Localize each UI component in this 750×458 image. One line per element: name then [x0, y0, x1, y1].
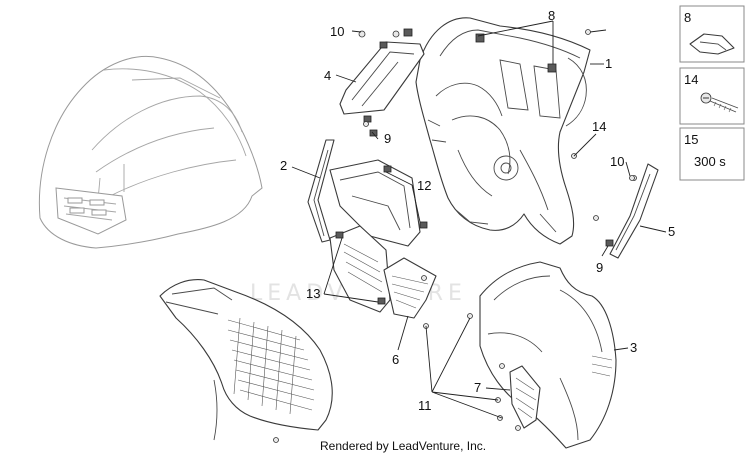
legend-item-15: 15 300 s — [679, 127, 745, 181]
part-7-small-grille — [509, 365, 541, 429]
legend: 8 14 15 300 s — [679, 5, 745, 181]
part-6-grille-insert — [383, 257, 437, 319]
clip-icon — [689, 33, 735, 55]
callout-14: 14 — [592, 119, 606, 134]
callout-11: 11 — [418, 398, 432, 413]
part-1-leg-shield-frame — [415, 17, 591, 245]
front-shield-reference — [38, 56, 263, 249]
part-12-inner-panel — [329, 159, 428, 247]
part-2-side-strip — [307, 139, 335, 243]
callout-9-right: 9 — [596, 260, 603, 275]
legend-time-label: 300 s — [694, 154, 726, 169]
callout-1: 1 — [605, 56, 612, 71]
screw-icon — [700, 92, 739, 113]
legend-number: 8 — [684, 10, 691, 25]
callout-7: 7 — [474, 380, 481, 395]
callout-6: 6 — [392, 352, 399, 367]
legend-number: 15 — [684, 132, 698, 147]
callout-10-right: 10 — [610, 154, 624, 169]
callout-3: 3 — [630, 340, 637, 355]
callout-10-upper: 10 — [330, 24, 344, 39]
footer-credit: Rendered by LeadVenture, Inc. — [320, 439, 486, 453]
callout-numbers: 10 8 1 4 9 14 2 12 10 5 9 13 6 3 7 11 — [280, 8, 675, 413]
callout-12: 12 — [417, 178, 431, 193]
callout-13: 13 — [306, 286, 320, 301]
legend-item-8: 8 — [679, 5, 745, 63]
callout-5: 5 — [668, 224, 675, 239]
callout-4: 4 — [324, 68, 331, 83]
part-4-upper-panel — [339, 41, 425, 123]
part-5-trim-strip — [609, 163, 659, 259]
legend-number: 14 — [684, 72, 698, 87]
part-13-lower-panel — [329, 225, 391, 313]
part-10-nut-upper — [358, 30, 366, 38]
callout-2: 2 — [280, 158, 287, 173]
callout-9-upper: 9 — [384, 131, 391, 146]
leader-lines — [291, 20, 667, 419]
legend-item-14: 14 — [679, 67, 745, 125]
callout-8: 8 — [548, 8, 555, 23]
lower-grille-panel — [159, 279, 333, 441]
